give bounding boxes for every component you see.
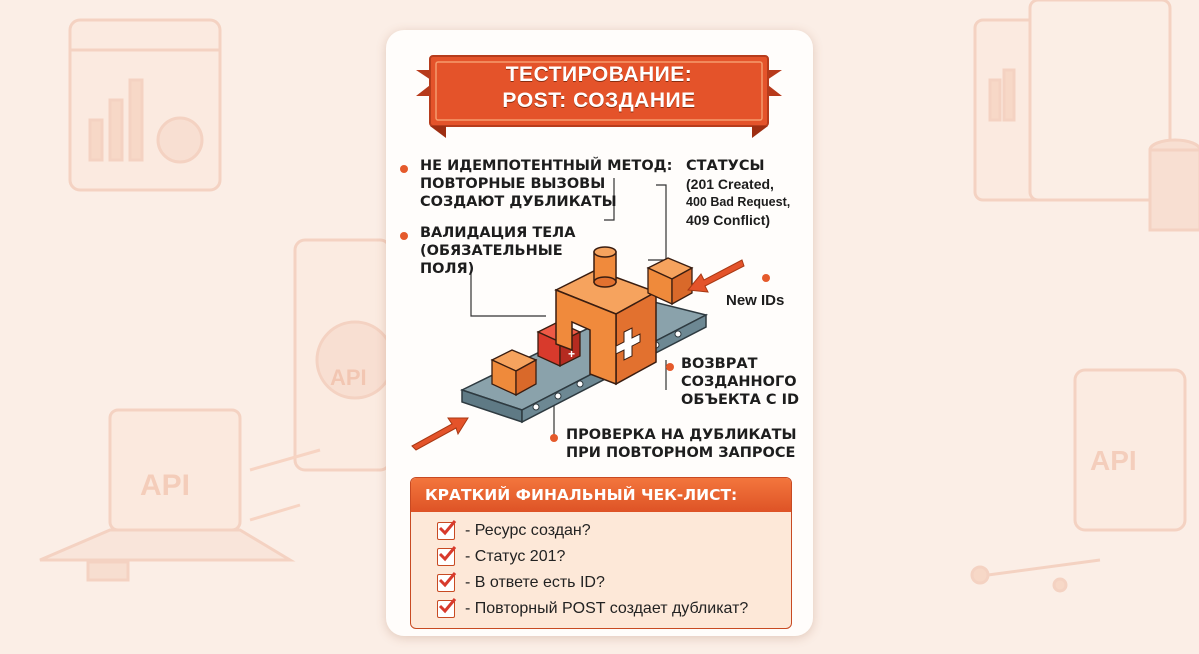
connector-line — [604, 178, 615, 221]
checklist-item-text: - В ответе есть ID? — [465, 574, 605, 591]
box-orange-right — [646, 257, 694, 306]
label-line: 409 Conflict) — [686, 212, 771, 228]
label-line: 400 Bad Request, — [686, 195, 791, 209]
title-line-2: POST: СОЗДАНИЕ — [502, 89, 696, 112]
checklist-item-text: - Ресурс создан? — [465, 522, 591, 539]
title-text: ТЕСТИРОВАНИЕ: POST: СОЗДАНИЕ — [416, 62, 782, 114]
label-new-ids: New IDs — [726, 292, 785, 309]
box-orange-left — [490, 349, 538, 397]
label-line: ПРОВЕРКА НА ДУБЛИКАТЫ — [566, 427, 797, 443]
label-line: (201 Created, — [686, 176, 774, 192]
svg-text:+: + — [568, 347, 575, 361]
label-line: СТАТУСЫ — [686, 158, 765, 174]
connector-line — [648, 184, 667, 261]
infographic-card: ТЕСТИРОВАНИЕ: POST: СОЗДАНИЕ — [386, 30, 813, 636]
label-line: ОБЪЕКТА С ID — [681, 392, 800, 408]
label-line: ПРИ ПОВТОРНОМ ЗАПРОСЕ — [566, 445, 796, 461]
label-line: ВАЛИДАЦИЯ ТЕЛА — [420, 225, 576, 241]
checklist-title: КРАТКИЙ ФИНАЛЬНЫЙ ЧЕК-ЛИСТ: — [411, 478, 791, 512]
arrow-new-ids-icon — [687, 259, 745, 293]
label-line: НЕ ИДЕМПОТЕНТНЫЙ МЕТОД: — [420, 158, 673, 174]
checkbox-checked-icon — [437, 520, 457, 540]
checklist-item: - В ответе есть ID? — [437, 572, 605, 594]
bg-api-text-monitor: API — [330, 365, 367, 390]
bullet-dot — [400, 165, 408, 173]
label-validation: ВАЛИДАЦИЯ ТЕЛА (ОБЯЗАТЕЛЬНЫЕ ПОЛЯ) — [420, 224, 575, 278]
title-line-1: ТЕСТИРОВАНИЕ: — [505, 63, 693, 86]
bullet-dot — [666, 363, 674, 371]
checklist-item-text: - Повторный POST создает дубликат? — [465, 600, 749, 617]
title-banner — [416, 55, 782, 138]
bullet-dot — [400, 232, 408, 240]
label-statuses: СТАТУСЫ (201 Created, 400 Bad Request, 4… — [686, 157, 790, 229]
bullet-dot — [550, 434, 558, 442]
checkbox-checked-icon — [437, 572, 457, 592]
label-line: СОЗДАЮТ ДУБЛИКАТЫ — [420, 194, 617, 210]
checklist-item: - Статус 201? — [437, 546, 565, 568]
label-dup-check: ПРОВЕРКА НА ДУБЛИКАТЫ ПРИ ПОВТОРНОМ ЗАПР… — [566, 426, 797, 462]
label-line: (ОБЯЗАТЕЛЬНЫЕ — [420, 243, 563, 259]
label-line: СОЗДАННОГО — [681, 374, 797, 390]
machine — [554, 246, 658, 386]
label-line: ПОВТОРНЫЕ ВЫЗОВЫ — [420, 176, 606, 192]
checkbox-checked-icon — [437, 598, 457, 618]
checklist-item-text: - Статус 201? — [465, 548, 566, 565]
bullet-dot — [762, 274, 770, 282]
arrow-in-icon — [411, 417, 469, 451]
bg-api-text-right: API — [1090, 445, 1137, 476]
connector-line — [470, 270, 546, 317]
bg-api-text-laptop: API — [140, 469, 190, 502]
label-line: ПОЛЯ) — [420, 261, 475, 277]
checklist-item: - Повторный POST создает дубликат? — [437, 598, 748, 620]
checkbox-checked-icon — [437, 546, 457, 566]
label-return: ВОЗВРАТ СОЗДАННОГО ОБЪЕКТА С ID — [681, 355, 799, 409]
conveyor-illustration: + — [411, 178, 745, 451]
label-non-idempotent: НЕ ИДЕМПОТЕНТНЫЙ МЕТОД: ПОВТОРНЫЕ ВЫЗОВЫ… — [420, 157, 672, 211]
checklist-item: - Ресурс создан? — [437, 520, 591, 542]
final-checklist: КРАТКИЙ ФИНАЛЬНЫЙ ЧЕК-ЛИСТ: - Ресурс соз… — [410, 477, 792, 629]
label-line: ВОЗВРАТ — [681, 356, 758, 372]
